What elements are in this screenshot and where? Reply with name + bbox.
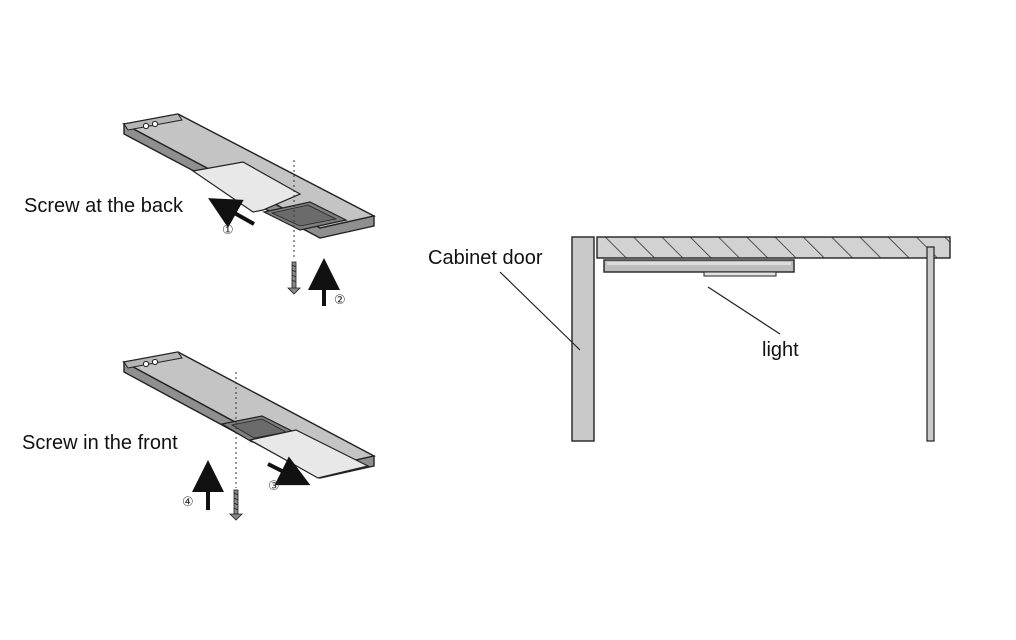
- arrow-3-icon: [267, 456, 311, 486]
- screw-hole-icon: [142, 122, 150, 130]
- screw-icon: [287, 261, 301, 295]
- label-screw-front: Screw in the front: [22, 432, 178, 454]
- light-side-face: [123, 122, 375, 239]
- label-light: light: [762, 339, 799, 361]
- screw-hole-icon: [142, 360, 150, 368]
- step-2-marker: ②: [334, 293, 346, 308]
- light-fixture-back-mount: [121, 113, 377, 239]
- cabinet-cross-section: [571, 236, 951, 442]
- light-fixture-front-mount: [121, 351, 377, 479]
- cabinet-back-panel: [926, 246, 935, 442]
- light-profile: [603, 259, 795, 273]
- step-4-marker: ④: [182, 495, 194, 510]
- screw-icon: [229, 489, 243, 521]
- light-lens: [703, 271, 777, 277]
- leader-line-door: [499, 271, 581, 351]
- leader-line-light: [707, 286, 781, 335]
- arrow-1-icon: [208, 198, 255, 228]
- label-screw-back: Screw at the back: [24, 195, 184, 217]
- step-3-marker: ③: [268, 479, 280, 494]
- screw-hole-icon: [151, 120, 159, 128]
- step-1-marker: ①: [222, 223, 234, 238]
- cabinet-door: [571, 236, 595, 442]
- cabinet-shelf: [596, 236, 951, 259]
- label-cabinet-door: Cabinet door: [428, 247, 543, 269]
- screw-hole-icon: [151, 358, 159, 366]
